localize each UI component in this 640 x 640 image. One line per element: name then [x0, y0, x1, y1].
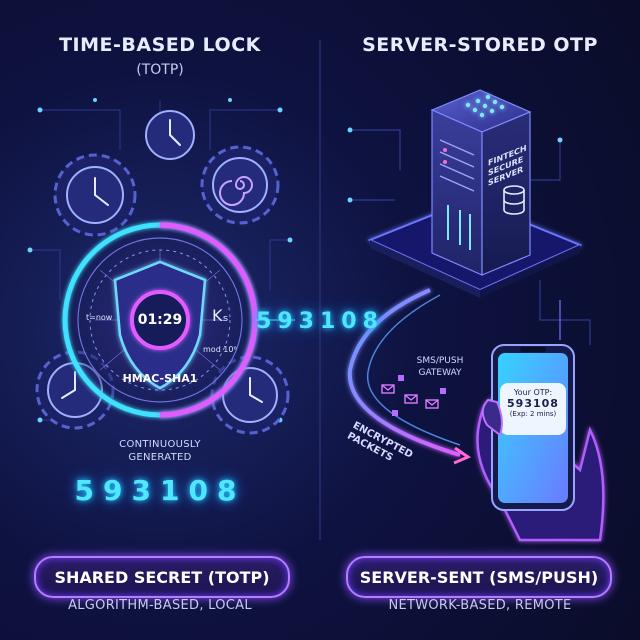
- envelope-icons: [381, 384, 439, 409]
- phone-otp-code: 593108: [507, 397, 559, 410]
- ks-label: Kₛ: [212, 306, 229, 325]
- left-title: TIME-BASED LOCK: [59, 34, 261, 56]
- phone-otp-label: Your OTP:: [513, 388, 553, 397]
- continuous-line1: CONTINUOUSLY: [119, 439, 201, 450]
- phone-notification: Your OTP: 593108 (Exp: 2 mins): [500, 388, 566, 418]
- left-otp-code: 593108: [74, 474, 246, 507]
- gateway-line1: SMS/PUSH: [416, 356, 464, 366]
- continuous-label: CONTINUOUSLY GENERATED: [100, 438, 220, 464]
- gateway-label: SMS/PUSH GATEWAY: [400, 355, 480, 379]
- gateway-line2: GATEWAY: [418, 368, 462, 378]
- t-now-label: t=now: [86, 313, 113, 322]
- right-title: SERVER-STORED OTP: [362, 34, 598, 56]
- right-caption: NETWORK-BASED, REMOTE: [388, 598, 572, 613]
- left-subtitle: (TOTP): [136, 62, 184, 78]
- server-sent-pill: SERVER-SENT (SMS/PUSH): [346, 556, 612, 598]
- timer-display: 01:29: [137, 312, 183, 328]
- middle-otp-code: 593108: [256, 309, 384, 334]
- mod-label: mod 10⁶: [203, 345, 237, 354]
- shared-secret-pill: SHARED SECRET (TOTP): [34, 556, 290, 598]
- continuous-line2: GENERATED: [128, 452, 192, 463]
- left-caption: ALGORITHM-BASED, LOCAL: [68, 598, 252, 613]
- phone-otp-expiry: (Exp: 2 mins): [509, 410, 557, 418]
- database-icon: [503, 185, 525, 215]
- hmac-label: HMAC-SHA1: [122, 372, 198, 385]
